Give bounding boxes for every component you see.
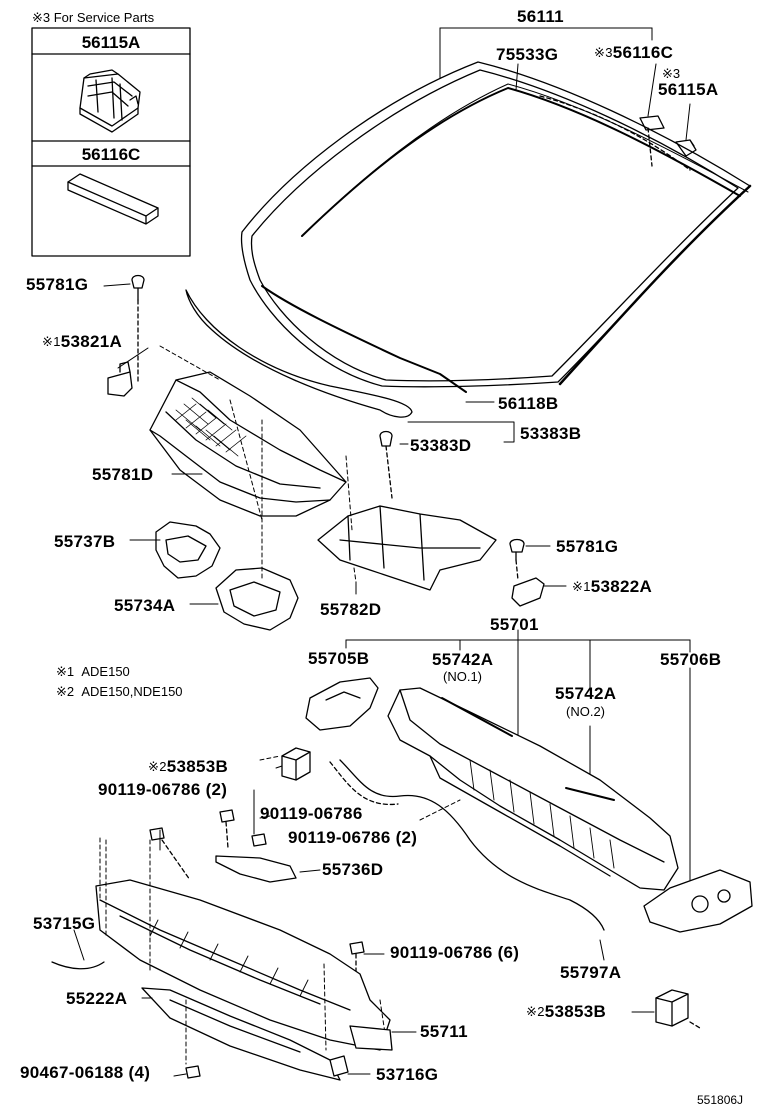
label-55742a-no2-sub: (NO.2) [566, 704, 605, 719]
bolt-icons [149, 809, 365, 1079]
pad-53853b-top [281, 747, 311, 781]
label-90119-06786: 90119-06786 [260, 804, 363, 823]
bracket-55736d [215, 855, 297, 883]
label-56118b: 56118B [498, 394, 559, 413]
label-55222a: 55222A [66, 989, 128, 1008]
label-90119-06786-2a: 90119-06786 (2) [98, 780, 228, 799]
label-55711: 55711 [420, 1022, 468, 1041]
label-55705b: 55705B [308, 649, 370, 668]
label-53383d: 53383D [410, 436, 472, 455]
label-53853b-top: ※253853B [148, 757, 229, 776]
cowl-lower-panel [95, 879, 391, 1051]
clip-56115a-icon [79, 69, 141, 133]
pad-53853b-bottom [655, 989, 689, 1027]
label-90467-06188-4: 90467-06188 (4) [20, 1063, 151, 1082]
label-55734a: 55734A [114, 596, 176, 615]
label-53383b: 53383B [520, 424, 582, 443]
label-55736d: 55736D [322, 860, 384, 879]
bracket-53821a [107, 361, 133, 397]
leader-dashes-upper [159, 345, 357, 583]
clip-53383d [379, 430, 393, 447]
clip-55781g-right [509, 538, 525, 561]
label-55706b: 55706B [660, 650, 722, 669]
clip-55781g-top [131, 274, 145, 301]
service-parts-header: ※3 For Service Parts [32, 10, 155, 25]
service-parts-box [31, 27, 191, 257]
hose-55797a [339, 759, 605, 931]
label-56115a: 56115A [658, 80, 719, 99]
bracket-55705b [305, 677, 379, 731]
seal-55742a-no2 [565, 787, 615, 801]
note-2: ※2 ADE150,NDE150 [56, 684, 183, 699]
label-53715g: 53715G [33, 914, 96, 933]
label-56116c: ※356116C [594, 43, 674, 62]
bracket-55706b [643, 869, 753, 933]
cowl-side-55782d [317, 505, 497, 591]
label-55781d: 55781D [92, 465, 154, 484]
bracket-55711 [349, 1025, 393, 1051]
duct-55734a [215, 567, 299, 631]
label-53822a: ※153822A [572, 577, 653, 596]
label-55782d: 55782D [320, 600, 382, 619]
label-53821a: ※153821A [42, 332, 123, 351]
seal-55742a-no1 [441, 697, 513, 737]
leader-lines [103, 27, 691, 901]
label-55797a: 55797A [560, 963, 622, 982]
duct-55737b [155, 521, 221, 579]
label-56115a-mark: ※3 [662, 66, 681, 81]
clip-53716g [329, 1055, 349, 1077]
label-55781g-top: 55781G [26, 275, 89, 294]
cowl-assembly-55701 [387, 687, 679, 891]
label-55701: 55701 [490, 615, 539, 634]
weatherstrip-56118b [185, 285, 467, 418]
note-1: ※1 ADE150 [56, 664, 130, 679]
wire-53715g [51, 961, 105, 970]
cowl-top-55781d [149, 371, 347, 517]
service-part-56115a-label: 56115A [81, 33, 141, 52]
service-part-56116c-label: 56116C [81, 145, 141, 164]
leader-dashes-lower [99, 755, 461, 1065]
label-53853b-bottom: ※253853B [526, 1002, 607, 1021]
label-75533g: 75533G [496, 45, 559, 64]
windshield-glass [240, 61, 752, 388]
bracket-53822a [511, 577, 545, 607]
label-55781g-right: 55781G [556, 537, 619, 556]
label-55742a-no1: 55742A [432, 650, 494, 669]
diagram-code: 551806J [697, 1093, 744, 1107]
label-55742a-no1-sub: (NO.1) [443, 669, 482, 684]
label-53716g: 53716G [376, 1065, 439, 1084]
leader-lines-lower [73, 765, 655, 1077]
label-90119-06786-6: 90119-06786 (6) [390, 943, 520, 962]
label-90119-06786-2b: 90119-06786 (2) [288, 828, 418, 847]
strip-56116c-icon [67, 173, 159, 225]
label-55737b: 55737B [54, 532, 116, 551]
label-55742a-no2: 55742A [555, 684, 617, 703]
label-56111: 56111 [517, 7, 564, 26]
